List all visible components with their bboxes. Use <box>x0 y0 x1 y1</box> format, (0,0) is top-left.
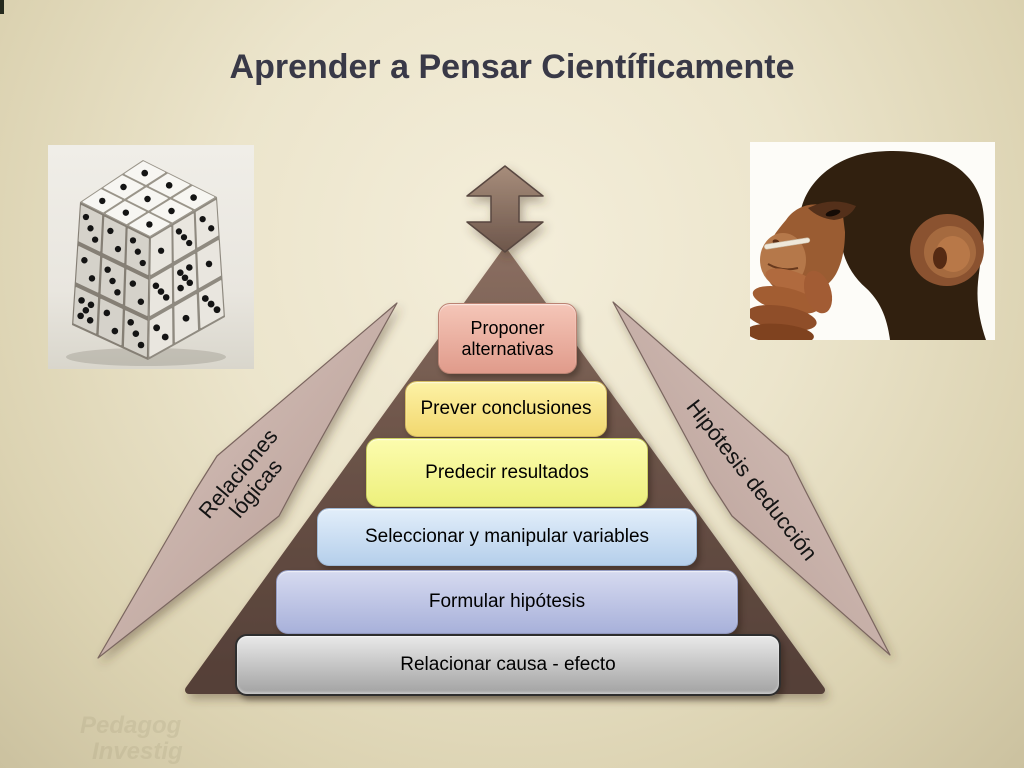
chimp-fur <box>800 150 986 340</box>
dice-cube-photo <box>48 145 254 369</box>
left-band-shape <box>97 302 398 659</box>
chimp-finger-4 <box>750 323 814 340</box>
corner-artifact <box>0 0 4 14</box>
watermark-line2: Investig <box>92 738 183 765</box>
pyramid-level-predecir-resultados: Predecir resultados <box>366 438 648 507</box>
chimp-thumb <box>803 270 833 314</box>
right-band-shape <box>612 301 891 656</box>
chimp-ear-canal <box>933 247 947 269</box>
double-arrow-icon <box>466 165 544 253</box>
pyramid-level-prever-conclusiones: Prever conclusiones <box>405 381 607 437</box>
chimpanzee-photo <box>750 142 995 340</box>
chimp-eye <box>825 209 841 217</box>
watermark-line1: Pedagog <box>80 712 182 739</box>
pyramid-level-relacionar-causa-efecto: Relacionar causa - efecto <box>235 634 781 696</box>
pyramid-level-seleccionar-variables: Seleccionar y manipular variables <box>317 508 697 566</box>
dice-cube <box>72 160 225 360</box>
chimp-pen <box>764 237 811 250</box>
pyramid-level-formular-hipotesis: Formular hipótesis <box>276 570 738 634</box>
pyramid-level-proponer-alternativas: Proponer alternativas <box>438 303 577 374</box>
slide-title: Aprender a Pensar Científicamente <box>229 48 795 86</box>
